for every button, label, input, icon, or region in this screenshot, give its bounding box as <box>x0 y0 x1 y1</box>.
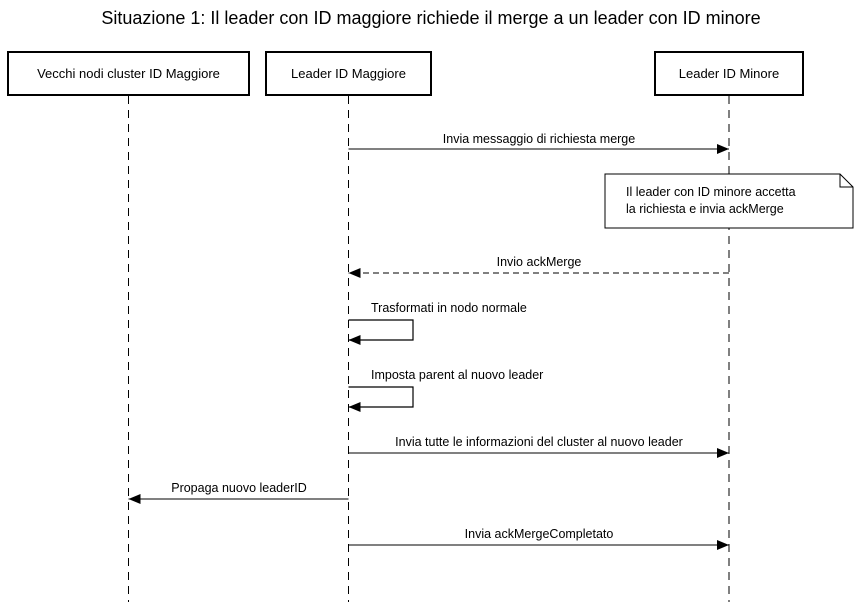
message-label: Trasformati in nodo normale <box>371 301 527 315</box>
message-ack-merge: Invio ackMerge <box>348 255 729 278</box>
message-send-cluster-info: Invia tutte le informazioni del cluster … <box>348 435 729 458</box>
participant-old-nodes: Vecchi nodi cluster ID Maggiore <box>7 51 250 602</box>
message-label: Invia tutte le informazioni del cluster … <box>395 435 683 449</box>
message-self-become-normal: Trasformati in nodo normale <box>348 301 527 345</box>
diagram-title: Situazione 1: Il leader con ID maggiore … <box>101 8 760 28</box>
self-arrow <box>348 319 414 345</box>
message-label: Imposta parent al nuovo leader <box>371 368 543 382</box>
message-merge-request: Invia messaggio di richiesta merge <box>348 132 729 154</box>
participant-label: Leader ID Minore <box>679 66 779 81</box>
message-label: Invia ackMergeCompletato <box>465 527 614 541</box>
message-label: Invia messaggio di richiesta merge <box>443 132 635 146</box>
self-arrow <box>348 386 414 412</box>
note-line-1: Il leader con ID minore accetta <box>626 185 796 199</box>
note: Il leader con ID minore accetta la richi… <box>604 173 854 229</box>
message-self-set-parent: Imposta parent al nuovo leader <box>348 368 543 412</box>
participant-leader-major: Leader ID Maggiore <box>265 51 432 602</box>
message-label: Invio ackMerge <box>497 255 582 269</box>
message-label: Propaga nuovo leaderID <box>171 481 307 495</box>
message-propagate-leader: Propaga nuovo leaderID <box>128 481 349 504</box>
participant-leader-minor: Leader ID Minore <box>654 51 804 602</box>
message-ack-merge-completed: Invia ackMergeCompletato <box>348 527 729 550</box>
participant-label: Leader ID Maggiore <box>291 66 406 81</box>
participant-label: Vecchi nodi cluster ID Maggiore <box>37 66 220 81</box>
note-line-2: la richiesta e invia ackMerge <box>626 202 784 216</box>
